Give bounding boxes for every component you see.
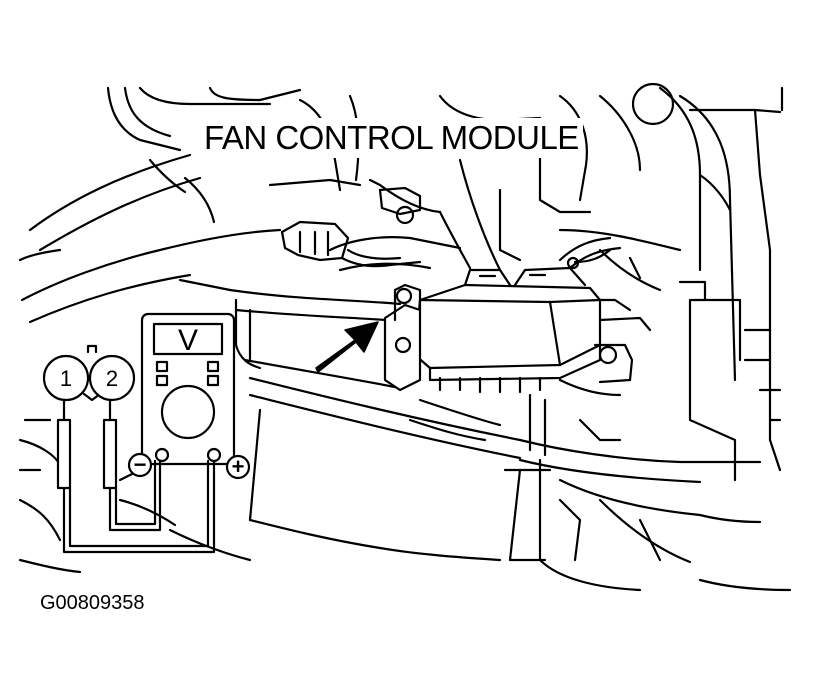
probe-callouts: 1 2 <box>42 344 136 490</box>
figure-id: G00809358 <box>40 592 145 614</box>
probe-2 <box>102 398 118 490</box>
probe-1 <box>56 398 72 490</box>
fan-control-module-shape <box>383 236 652 394</box>
multimeter: V − + <box>127 312 251 480</box>
component-title: FAN CONTROL MODULE <box>200 118 583 158</box>
meter-leads <box>62 459 216 554</box>
positive-terminal-marker <box>225 454 251 480</box>
positive-terminal-sign: + <box>232 454 245 479</box>
probe-callout-1-label: 1 <box>60 366 72 391</box>
negative-terminal-marker <box>127 452 153 478</box>
negative-terminal-sign: − <box>134 452 147 477</box>
meter-display-symbol: V <box>178 324 198 357</box>
probe-callout-2-label: 2 <box>106 366 118 391</box>
probe-callout-2 <box>88 354 136 402</box>
probe-callout-1 <box>42 354 90 402</box>
